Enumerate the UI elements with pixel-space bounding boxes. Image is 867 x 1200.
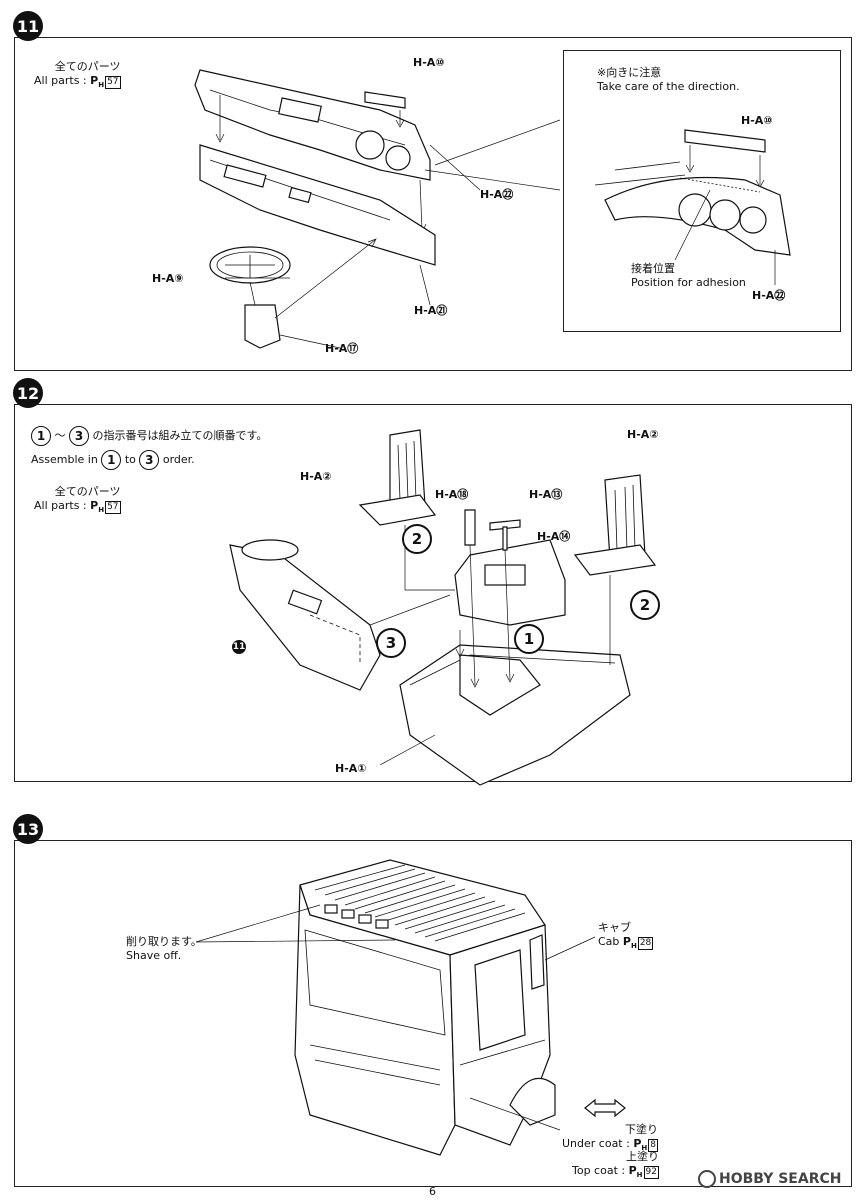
label-ha10: H-A⑩ (413, 56, 445, 69)
inset-adhesion: 接着位置 Position for adhesion (631, 262, 746, 289)
brand-logo-icon (698, 1170, 716, 1188)
step-13-cab-diagram (294, 859, 556, 1156)
label-ha2-left: H-A② (300, 470, 332, 483)
cab-floor (399, 644, 631, 786)
step-11-number: 11 (13, 11, 43, 41)
inset-ha10: H-A⑩ (741, 114, 773, 127)
watermark-brand: HOBBY SEARCH (698, 1170, 841, 1188)
label-ha14: H-A⑭ (537, 530, 571, 543)
label-ha13: H-A⑬ (529, 488, 563, 501)
label-ha18: H-A⑱ (435, 488, 469, 501)
cab-front (294, 884, 456, 1156)
label-ha17: H-A⑰ (325, 342, 359, 355)
front-dash-assembly (229, 544, 381, 691)
label-ha21: H-A㉑ (414, 304, 448, 317)
step-11-dashboard-diagram (194, 69, 561, 349)
step-12-assembly-diagram (229, 429, 657, 786)
label-ha9: H-A⑨ (152, 272, 184, 285)
page-number: 6 (429, 1185, 436, 1198)
shave-off-note: 削り取ります。 Shave off. (126, 935, 202, 962)
steering-column (244, 304, 281, 349)
step-12-number: 12 (13, 378, 43, 408)
inset-diagram (594, 129, 791, 285)
label-ha1: H-A① (335, 762, 367, 775)
order-marker-2-left: 2 (402, 524, 432, 554)
order-marker-2-right: 2 (630, 590, 660, 620)
label-ha22: H-A㉒ (480, 188, 514, 201)
order-marker-3: 3 (376, 628, 406, 658)
label-ha2-right: H-A② (627, 428, 659, 441)
inset-ha22: H-A㉒ (752, 289, 786, 302)
part-ha10 (364, 91, 406, 109)
step-13-number: 13 (13, 814, 43, 844)
ref-step-11: 11 (232, 640, 246, 654)
order-marker-1: 1 (514, 624, 544, 654)
step-12-order-note: 1 ～ 3 の指示番号は組み立ての順番です。 Assemble in 1 to … (31, 426, 267, 470)
inset-note: ※向きに注意 Take care of the direction. (597, 66, 740, 93)
